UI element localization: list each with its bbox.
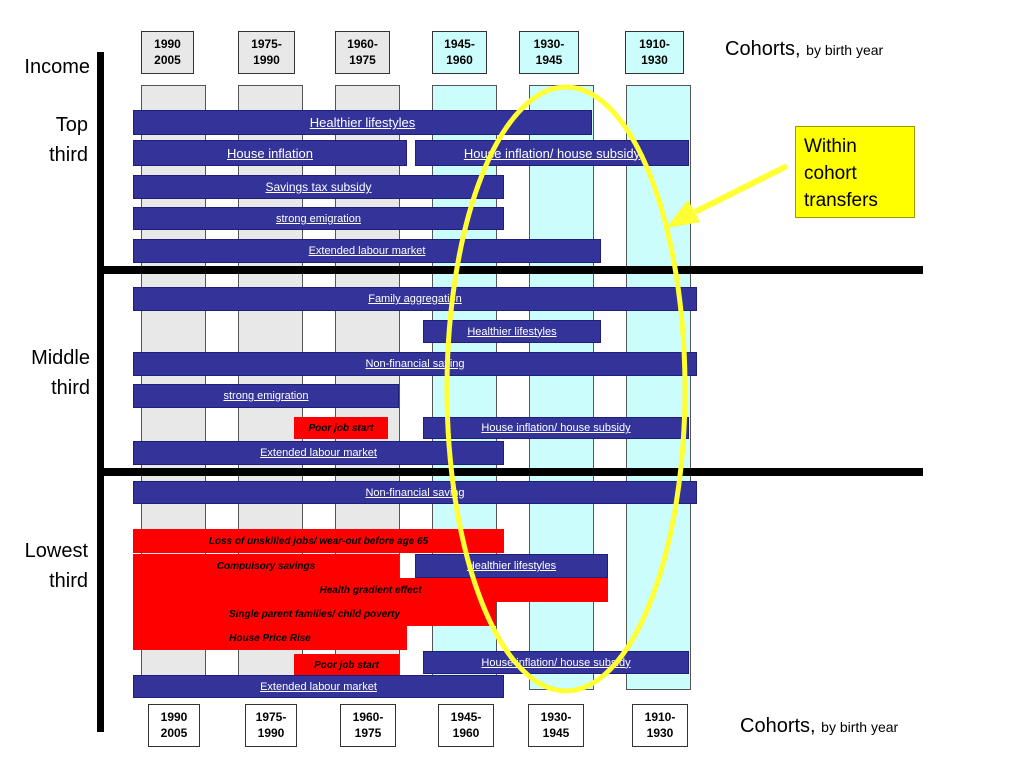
callout-arrow-shaft [693, 163, 789, 215]
callout-text: Within cohort transfers [804, 136, 878, 211]
band-separator-top-middle [97, 266, 923, 274]
cohorts-title-main: Cohorts, [725, 38, 801, 60]
cohort-column-1910-1930 [626, 85, 691, 690]
bar-poor-job-start: Poor job start [294, 654, 399, 676]
bar-extended-labour-market: Extended labour market [133, 441, 504, 465]
cohort-header-top: 1975- 1990 [238, 31, 295, 74]
cohort-header-top: 1990 2005 [141, 31, 194, 74]
bar-poor-job-start: Poor job start [294, 417, 388, 439]
cohort-header-bottom: 1945- 1960 [438, 704, 494, 747]
cohort-header-top: 1910- 1930 [625, 31, 684, 74]
cohort-header-bottom: 1960- 1975 [340, 704, 396, 747]
bar-house-inflation-subsidy: House inflation/ house subsidy [423, 417, 689, 439]
cohorts-title-sub: by birth year [806, 42, 884, 58]
cohorts-title-main: Cohorts, [740, 715, 816, 737]
bar-house-inflation: House inflation [133, 140, 407, 166]
bar-extended-labour-market: Extended labour market [133, 239, 601, 263]
bar-healthier-lifestyles: Healthier lifestyles [415, 554, 608, 578]
cohort-header-top: 1930- 1945 [519, 31, 579, 74]
bar-house-price-rise: House Price Rise [133, 626, 407, 650]
cohort-header-bottom: 1975- 1990 [245, 704, 297, 747]
cohort-header-bottom: 1910- 1930 [632, 704, 688, 747]
band-label-top: Top third [49, 114, 88, 166]
band-label-middle: Middle third [31, 347, 90, 399]
band-separator-middle-lowest [97, 468, 923, 476]
bar-strong-emigration: strong emigration [133, 384, 399, 408]
bar-healthier-lifestyles: Healthier lifestyles [133, 110, 592, 135]
bar-house-inflation-subsidy: House inflation/ house subsidy [415, 140, 689, 166]
cohort-header-bottom: 1930- 1945 [528, 704, 584, 747]
cohorts-title-top: Cohorts, by birth year [725, 38, 883, 61]
income-label: Income [24, 56, 90, 78]
cohort-header-top: 1945- 1960 [432, 31, 487, 74]
band-label-lowest: Lowest third [24, 540, 88, 592]
bar-strong-emigration: strong emigration [133, 207, 504, 230]
cohorts-title-bottom: Cohorts, by birth year [740, 715, 898, 738]
cohorts-title-sub: by birth year [821, 719, 899, 735]
bar-non-financial-saving: Non-financial saving [133, 352, 697, 376]
cohort-header-top: 1960- 1975 [335, 31, 390, 74]
bar-compulsory-savings: Compulsory savings [133, 554, 399, 578]
bar-health-gradient-effect: Health gradient effect [133, 578, 608, 602]
within-cohort-ellipse [444, 84, 688, 694]
cohort-header-bottom: 1990 2005 [148, 704, 200, 747]
income-axis [97, 52, 104, 732]
bar-extended-labour-market: Extended labour market [133, 675, 504, 698]
callout-arrow-head [666, 200, 700, 228]
bar-loss-of-unskilled-jobs: Loss of unskilled jobs/ wear-out before … [133, 529, 504, 553]
within-cohort-transfers-callout: Within cohort transfers [795, 126, 915, 218]
bar-single-parent-families: Single parent families/ child poverty [133, 602, 496, 626]
bar-non-financial-saving: Non-financial saving [133, 481, 697, 504]
bar-family-aggregation: Family aggregation [133, 287, 697, 311]
bar-savings-tax-subsidy: Savings tax subsidy [133, 175, 504, 199]
bar-healthier-lifestyles: Healthier lifestyles [423, 320, 601, 343]
